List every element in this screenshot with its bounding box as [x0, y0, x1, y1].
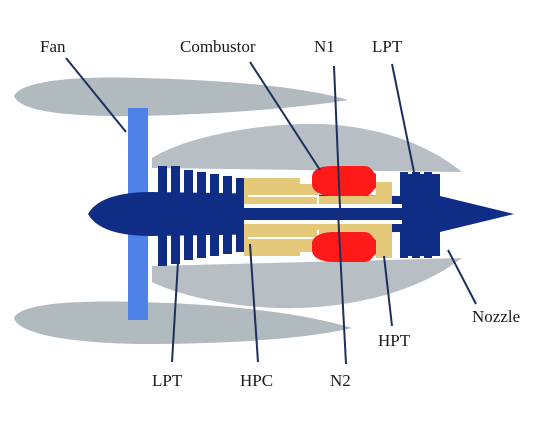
leader-n1: [333, 65, 341, 209]
leader-fan: [65, 57, 127, 133]
leader-combustor: [249, 61, 321, 171]
leader-nozzle: [447, 249, 477, 305]
leader-lpt-top: [391, 63, 415, 173]
combustor-upper: [312, 166, 376, 196]
leader-hpc: [249, 243, 259, 363]
leader-lpt-bottom: [171, 261, 179, 363]
compressor-blades-top: [158, 166, 244, 196]
lpt-blades: [400, 172, 432, 258]
upper-core-cowl: [152, 123, 462, 172]
label-lpt-bottom: LPT: [152, 371, 183, 390]
hp-spool-gap-upper: [248, 195, 319, 204]
label-lpt-top: LPT: [372, 37, 403, 56]
lower-nacelle: [14, 301, 352, 344]
compressor-blades-bottom: [158, 232, 244, 266]
lower-core-cowl: [152, 258, 462, 309]
label-combustor: Combustor: [180, 37, 256, 56]
leader-n2: [337, 211, 347, 365]
hpc-blades-upper: [252, 180, 294, 188]
upper-nacelle: [14, 77, 348, 117]
leader-hpt: [383, 255, 393, 327]
label-n1: N1: [314, 37, 335, 56]
label-hpt: HPT: [378, 331, 411, 350]
lp-shaft: [244, 208, 402, 220]
label-nozzle: Nozzle: [472, 307, 520, 326]
label-n2: N2: [330, 371, 351, 390]
combustor-lower: [312, 232, 376, 262]
label-fan: Fan: [40, 37, 66, 56]
label-hpc: HPC: [240, 371, 273, 390]
